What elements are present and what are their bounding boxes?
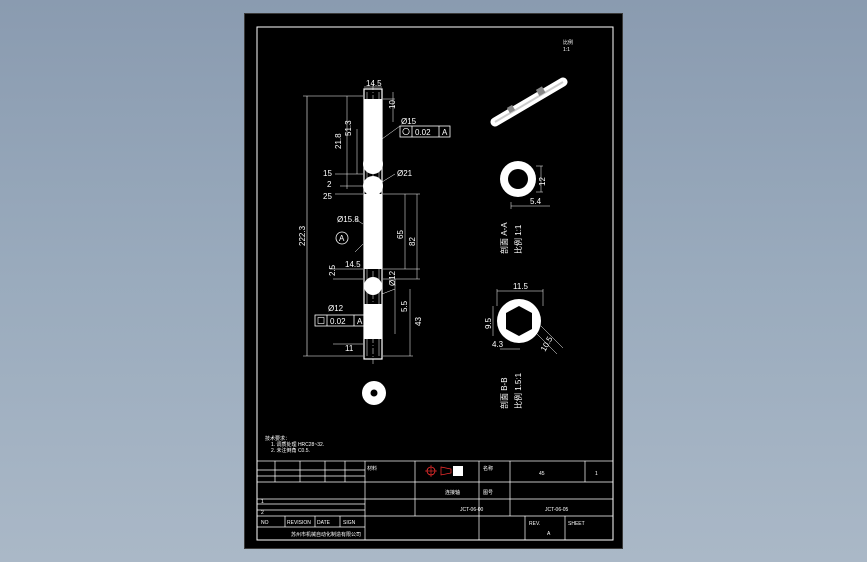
- dim-2: 2: [327, 180, 332, 189]
- svg-text:0.02: 0.02: [415, 128, 431, 137]
- tb-name-value: 连接轴: [445, 489, 460, 496]
- tb-revision-col: REVISION: [287, 520, 311, 526]
- tb-rev-value: A: [547, 531, 551, 537]
- corner-note-2: 1:1: [563, 47, 570, 53]
- drawing-sheet: 比例 1:1: [244, 13, 623, 549]
- svg-text:剖面 A-A: 剖面 A-A: [499, 222, 509, 254]
- tb-part-number: JCT-06-05: [545, 507, 569, 513]
- dim-2-5: 2.5: [328, 264, 337, 276]
- tb-company: 苏州市机械自动化制造有限公司: [291, 531, 361, 538]
- svg-text:比例 1:1: 比例 1:1: [513, 224, 523, 254]
- svg-text:A: A: [357, 317, 363, 326]
- dim-65: 65: [396, 230, 405, 239]
- corner-note: 比例: [563, 39, 573, 46]
- dim-51-3: 51.3: [344, 120, 353, 136]
- svg-text:4.3: 4.3: [492, 340, 504, 349]
- dim-dia15-8: Ø15.8: [337, 215, 359, 224]
- dim-11: 11: [345, 344, 354, 353]
- svg-text:2. 未注倒角 C0.5.: 2. 未注倒角 C0.5.: [271, 447, 310, 454]
- svg-text:11.5: 11.5: [513, 282, 529, 291]
- dim-82: 82: [408, 237, 417, 246]
- dim-top-width: 14.5: [366, 79, 382, 88]
- dim-dia12: Ø12: [328, 304, 344, 313]
- tolerance-frame-top: 0.02 A: [399, 125, 451, 138]
- tolerance-frame-bottom: 0.02 A: [314, 314, 366, 327]
- tb-row2: 2: [261, 510, 264, 516]
- dim-25: 25: [323, 192, 332, 201]
- dim-dia12-right: Ø12: [388, 270, 397, 286]
- tb-quantity: 1: [595, 471, 598, 477]
- cad-drawing: 比例 1:1: [256, 26, 614, 541]
- dim-overall-length: 222.3: [298, 225, 307, 246]
- dim-dia21: Ø21: [397, 169, 413, 178]
- tb-rev-label: REV.: [529, 521, 540, 527]
- title-block: [256, 460, 614, 541]
- tb-drawing-number: JCT-06-00: [460, 507, 484, 513]
- dim-14-5-lower: 14.5: [345, 260, 361, 269]
- dim-dia15: Ø15: [401, 117, 417, 126]
- tb-drawing-label: 图号: [483, 490, 493, 496]
- tb-material-label: 材料: [367, 465, 377, 472]
- tb-sheet-label: SHEET: [568, 521, 585, 527]
- dim-5-5: 5.5: [400, 300, 409, 312]
- tb-material-value: 45: [539, 471, 545, 477]
- inner-border: [256, 26, 614, 541]
- section-a-a: 12 5.4 剖面 A-A 比例 1:1: [499, 161, 550, 254]
- datum-a-marker: [335, 231, 349, 245]
- svg-text:A: A: [442, 128, 448, 137]
- end-view: [362, 381, 386, 405]
- dim-10: 10: [388, 100, 397, 109]
- tb-date-col: DATE: [317, 520, 331, 526]
- tb-name-label: 名称: [483, 465, 493, 472]
- tb-sign-col: SIGN: [343, 520, 356, 526]
- svg-text:技术要求：: 技术要求：: [265, 435, 290, 442]
- dim-21-8: 21.8: [334, 133, 343, 149]
- svg-text:0.02: 0.02: [330, 317, 346, 326]
- svg-text:1. 调质处理 HRC28~32.: 1. 调质处理 HRC28~32.: [271, 441, 324, 448]
- svg-text:5.4: 5.4: [530, 197, 542, 206]
- svg-text:剖面 B-B: 剖面 B-B: [499, 377, 509, 409]
- technical-notes: 技术要求： 1. 调质处理 HRC28~32. 2. 未注倒角 C0.5.: [265, 435, 324, 454]
- dim-43: 43: [414, 317, 423, 326]
- section-b-b: 11.5 9.5 4.3 10.5 剖面 B-B 比例 1.5:1: [484, 282, 564, 409]
- main-shaft-view: [303, 84, 420, 364]
- tb-no-col: NO: [261, 520, 269, 526]
- svg-text:12: 12: [538, 177, 547, 186]
- tb-row1: 1: [261, 499, 264, 505]
- isometric-view: [490, 77, 568, 127]
- svg-text:比例 1.5:1: 比例 1.5:1: [513, 372, 523, 409]
- datum-a-label: A: [339, 234, 345, 243]
- svg-text:9.5: 9.5: [484, 317, 493, 329]
- dim-15: 15: [323, 169, 332, 178]
- projection-symbol: [425, 465, 463, 477]
